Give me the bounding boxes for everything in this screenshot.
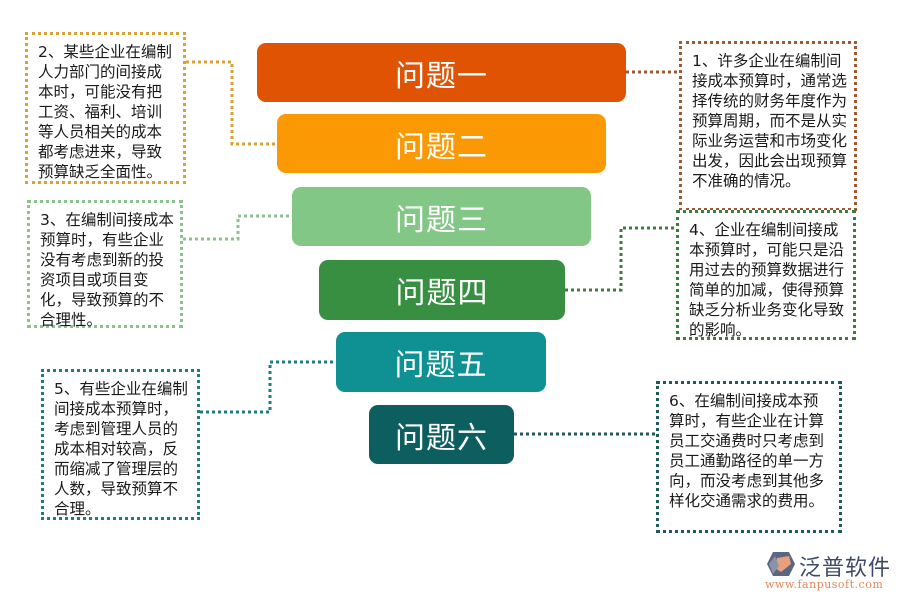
note-2: 2、某些企业在编制人力部门的间接成本时，可能没有把工资、福利、培训等人员相关的成… (25, 32, 186, 184)
problem-bar-3: 问题三 (292, 187, 591, 246)
problem-label-3: 问题三 (395, 202, 488, 238)
watermark-brand: 泛普软件 (799, 556, 892, 581)
note-3-text: 3、在编制间接成本预算时，有些企业没有考虑到新的投资项目或项目变化，导致预算的不… (40, 211, 174, 329)
problem-bar-1: 问题一 (257, 43, 626, 102)
problem-label-5: 问题五 (394, 348, 488, 383)
problem-label-6: 问题六 (395, 420, 488, 456)
note-1: 1、许多企业在编制间接成本预算时，通常选择传统的财务年度作为预算周期，而不是从实… (679, 41, 857, 211)
note-5-text: 5、有些企业在编制间接成本预算时，考虑到管理人员的成本相对较高，反而缩减了管理层… (54, 380, 188, 518)
note-2-text: 2、某些企业在编制人力部门的间接成本时，可能没有把工资、福利、培训等人员相关的成… (38, 43, 172, 181)
problem-bar-2: 问题二 (277, 114, 606, 173)
note-6: 6、在编制间接成本预算时，有些企业在计算员工交通费时只考虑到员工通勤路径的单一方… (656, 381, 842, 533)
fanpu-logo-icon (767, 552, 795, 576)
watermark-url: www.fanpusoft.com (765, 578, 884, 591)
note-6-text: 6、在编制间接成本预算时，有些企业在计算员工交通费时只考虑到员工通勤路径的单一方… (669, 392, 825, 510)
problem-bar-6: 问题六 (369, 405, 514, 464)
note-4-text: 4、企业在编制间接成本预算时，可能只是沿用过去的预算数据进行简单的加减，使得预算… (689, 221, 845, 339)
problem-label-1: 问题一 (395, 58, 488, 94)
problem-label-4: 问题四 (395, 276, 489, 311)
note-4: 4、企业在编制间接成本预算时，可能只是沿用过去的预算数据进行简单的加减，使得预算… (676, 210, 856, 340)
watermark-logo: 泛普软件 www.fanpusoft.com (765, 548, 900, 598)
note-3: 3、在编制间接成本预算时，有些企业没有考虑到新的投资项目或项目变化，导致预算的不… (27, 200, 183, 329)
note-5: 5、有些企业在编制间接成本预算时，考虑到管理人员的成本相对较高，反而缩减了管理层… (41, 369, 200, 520)
problem-bar-4: 问题四 (319, 260, 565, 320)
note-1-text: 1、许多企业在编制间接成本预算时，通常选择传统的财务年度作为预算周期，而不是从实… (692, 52, 848, 190)
problem-label-2: 问题二 (395, 129, 488, 165)
problem-bar-5: 问题五 (336, 332, 546, 392)
